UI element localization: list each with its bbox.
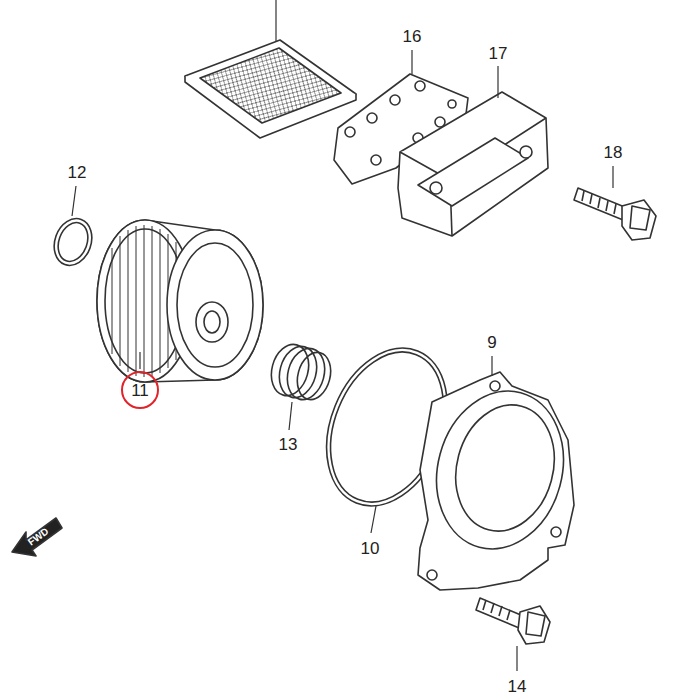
callout-number: 18 (604, 144, 623, 161)
callout-number: 13 (279, 436, 298, 453)
callout-number: 9 (487, 334, 496, 351)
callout-number: 10 (361, 540, 380, 557)
callout-number: 11 (131, 382, 149, 399)
callout-number: 17 (489, 45, 508, 62)
callout-number: 14 (508, 678, 527, 695)
callout-number: 12 (68, 164, 87, 181)
callout-circle: 11 (121, 371, 159, 409)
callout-number: 16 (403, 28, 422, 45)
